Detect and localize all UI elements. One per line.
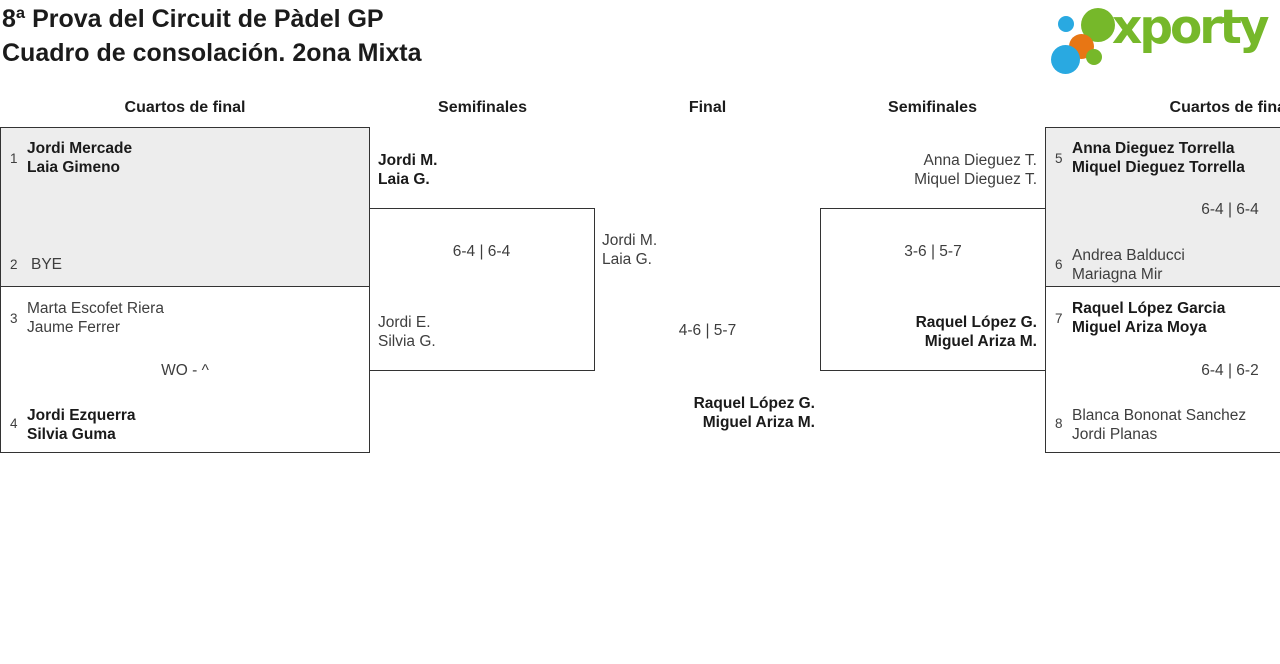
match-score: WO - ^	[161, 362, 209, 379]
round-header-sf-left: Semifinales	[438, 99, 527, 116]
page-title-line2: Cuadro de consolación. 2ona Mixta	[2, 39, 422, 67]
match-score: 6-4 | 6-2	[1201, 362, 1259, 379]
match-qf-3[interactable]: 5 Anna Dieguez Torrella Miquel Dieguez T…	[1045, 127, 1280, 287]
match-qf-2[interactable]: 3 Marta Escofet Riera Jaume Ferrer WO - …	[0, 287, 370, 453]
team-top: Raquel López Garcia Miguel Ariza Moya	[1072, 300, 1226, 336]
team-bottom: Jordi Ezquerra Silvia Guma	[27, 407, 136, 443]
logo-dot-blue-large-icon	[1051, 45, 1080, 74]
match-score: 4-6 | 5-7	[678, 322, 737, 339]
seed-bottom: 4	[10, 416, 18, 431]
team-bottom: Jordi E. Silvia G.	[378, 314, 436, 350]
round-header-sf-right: Semifinales	[888, 99, 977, 116]
team-bottom: Blanca Bononat Sanchez Jordi Planas	[1072, 407, 1247, 443]
page-title-line1: 8ª Prova del Circuit de Pàdel GP	[2, 5, 384, 33]
seed-top: 7	[1055, 311, 1063, 326]
team-top: Anna Dieguez Torrella Miquel Dieguez Tor…	[1072, 140, 1245, 176]
match-score: 6-4 | 6-4	[452, 243, 511, 260]
match-sf-right[interactable]: Anna Dieguez T. Miquel Dieguez T. 3-6 | …	[820, 152, 1045, 371]
seed-bottom: 6	[1055, 257, 1063, 272]
seed-bottom: 8	[1055, 416, 1063, 431]
seed-top: 3	[10, 311, 18, 326]
round-header-qf-right: Cuartos de final	[1169, 99, 1280, 116]
seed-bottom: 2	[10, 257, 18, 272]
match-score: 3-6 | 5-7	[904, 243, 962, 260]
team-top: Jordi Mercade Laia Gimeno	[27, 140, 133, 176]
logo-wordmark: xporty	[1112, 0, 1270, 55]
match-score: 6-4 | 6-4	[1201, 201, 1259, 218]
page-title: 8ª Prova del Circuit de Pàdel GP Cuadro …	[2, 2, 422, 70]
final-winner: Raquel López G. Miguel Ariza M.	[693, 395, 815, 431]
round-header-final: Final	[688, 99, 727, 116]
seed-top: 5	[1055, 151, 1063, 166]
team-top: Anna Dieguez T. Miquel Dieguez T.	[914, 152, 1037, 188]
seed-top: 1	[10, 151, 18, 166]
team-top: Marta Escofet Riera Jaume Ferrer	[27, 300, 164, 336]
match-sf-left[interactable]: Jordi M. Laia G. 6-4 | 6-4 Jordi E. Silv…	[370, 152, 595, 371]
team-top: Jordi M. Laia G.	[378, 152, 438, 188]
logo-dot-green-small-icon	[1086, 49, 1102, 65]
xporty-logo[interactable]: xporty	[1048, 0, 1280, 74]
match-qf-4[interactable]: 7 Raquel López Garcia Miguel Ariza Moya …	[1045, 287, 1280, 453]
match-final[interactable]: Jordi M. Laia G. 4-6 | 5-7 Raquel López …	[595, 208, 820, 438]
logo-dot-blue-small-icon	[1058, 16, 1074, 32]
team-bottom: Andrea Balducci Mariagna Mir	[1072, 247, 1185, 283]
team-bottom: Raquel López G. Miguel Ariza M.	[915, 314, 1037, 350]
round-header-qf-left: Cuartos de final	[124, 99, 246, 116]
match-qf-1[interactable]: 1 Jordi Mercade Laia Gimeno 2 BYE	[0, 127, 370, 287]
team-bottom: BYE	[31, 256, 63, 273]
team-top: Jordi M. Laia G.	[602, 232, 658, 268]
